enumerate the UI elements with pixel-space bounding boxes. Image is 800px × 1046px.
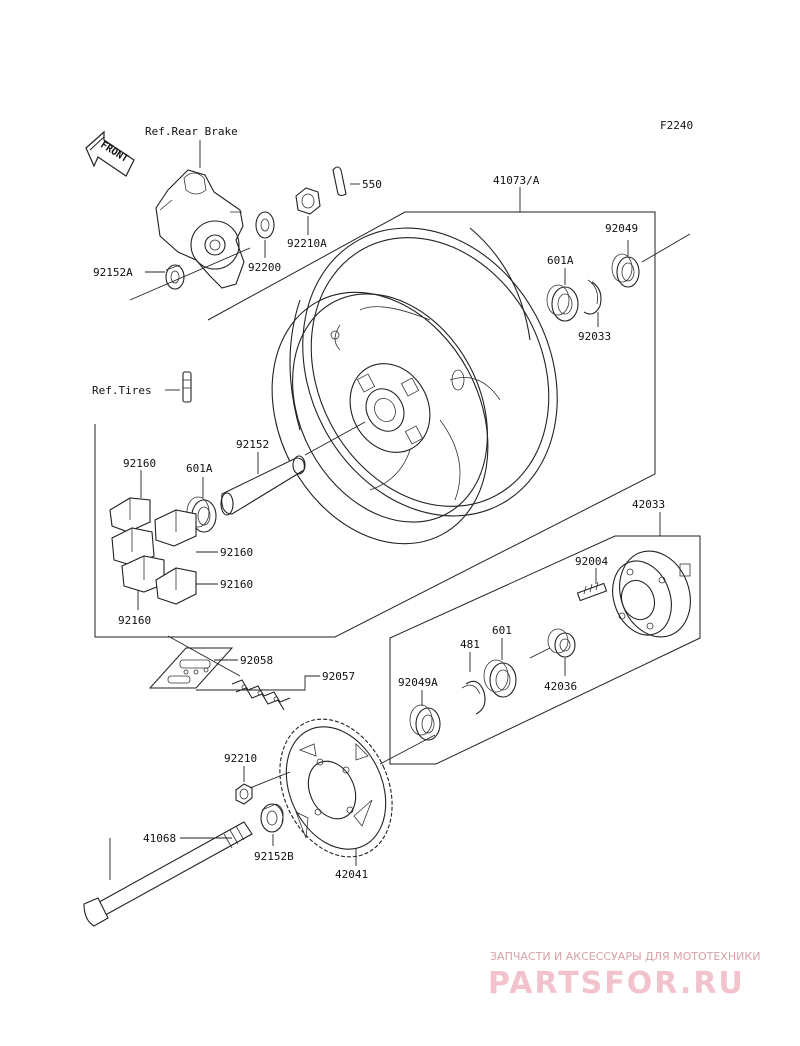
axle-centerline-right: [641, 233, 691, 263]
washer-92200: [255, 211, 275, 239]
part-label-92152A: 92152A: [93, 266, 133, 279]
part-label-92210A: 92210A: [287, 237, 327, 250]
part-label-92160-lower: 92160: [220, 578, 253, 591]
damper-92160-top: [109, 497, 151, 533]
diagram-code: F2240: [660, 119, 693, 132]
ref-rear-brake-label: Ref.Rear Brake: [145, 125, 238, 138]
circlip-92033: [583, 279, 602, 315]
collar-42036: [547, 628, 576, 658]
part-label-92057: 92057: [322, 670, 355, 683]
part-label-92152B: 92152B: [254, 850, 294, 863]
watermark-brand: PARTSFOR.RU: [488, 966, 745, 1001]
brake-caliper-bracket: [155, 169, 245, 289]
ref-tires-label: Ref.Tires: [92, 384, 152, 397]
stud-92004: [576, 581, 608, 602]
part-label-92049: 92049: [605, 222, 638, 235]
axle-centerline-left: [129, 247, 251, 301]
front-arrow-icon: FRONT: [85, 130, 135, 177]
collar-92152: [220, 455, 306, 516]
circlip-481: [461, 680, 486, 715]
wheel-group-frame: [94, 211, 656, 638]
part-label-601: 601: [492, 624, 512, 637]
watermark-caption: ЗАПЧАСТИ И АКСЕССУАРЫ ДЛЯ МОТОТЕХНИКИ: [490, 950, 760, 963]
rear-axle-41068: [83, 821, 253, 927]
part-label-601A-top: 601A: [547, 254, 574, 267]
part-label-92152: 92152: [236, 438, 269, 451]
oil-seal-92049A: [409, 704, 441, 741]
damper-92160-bottom-right: [155, 567, 197, 605]
chain-joint-parts: [167, 659, 211, 684]
part-label-92160-mid: 92160: [220, 546, 253, 559]
bearing-601A-top: [546, 284, 579, 322]
bearing-601: [483, 659, 517, 698]
cotter-pin-550: [332, 166, 347, 197]
part-label-92160-bottom: 92160: [118, 614, 151, 627]
part-label-42033: 42033: [632, 498, 665, 511]
coupling-42033: [612, 550, 691, 638]
part-label-92058: 92058: [240, 654, 273, 667]
drive-chain-92057: [231, 679, 291, 711]
part-label-92004: 92004: [575, 555, 608, 568]
part-label-92210: 92210: [224, 752, 257, 765]
part-label-41068: 41068: [143, 832, 176, 845]
damper-92160-mid-right: [154, 509, 197, 547]
rear-sprocket-42041: [279, 718, 393, 858]
chain-joint-kit-frame: [148, 647, 234, 689]
collar-92152A: [165, 264, 185, 290]
part-label-41073A: 41073/A: [493, 174, 540, 187]
part-label-42041: 42041: [335, 868, 368, 881]
part-label-550: 550: [362, 178, 382, 191]
sprocket-hub-group-frame: [389, 535, 701, 765]
part-label-92160-top: 92160: [123, 457, 156, 470]
tire-valve: [182, 371, 192, 403]
nut-92210: [235, 783, 253, 805]
part-label-92049A: 92049A: [398, 676, 438, 689]
part-label-481: 481: [460, 638, 480, 651]
collar-92152B: [260, 803, 284, 833]
oil-seal-92049: [611, 253, 640, 288]
axle-nut-92210A: [295, 187, 321, 215]
rear-wheel-rim: [271, 227, 558, 545]
part-label-601A-left: 601A: [186, 462, 213, 475]
part-label-92033: 92033: [578, 330, 611, 343]
part-label-92200: 92200: [248, 261, 281, 274]
part-label-42036: 42036: [544, 680, 577, 693]
